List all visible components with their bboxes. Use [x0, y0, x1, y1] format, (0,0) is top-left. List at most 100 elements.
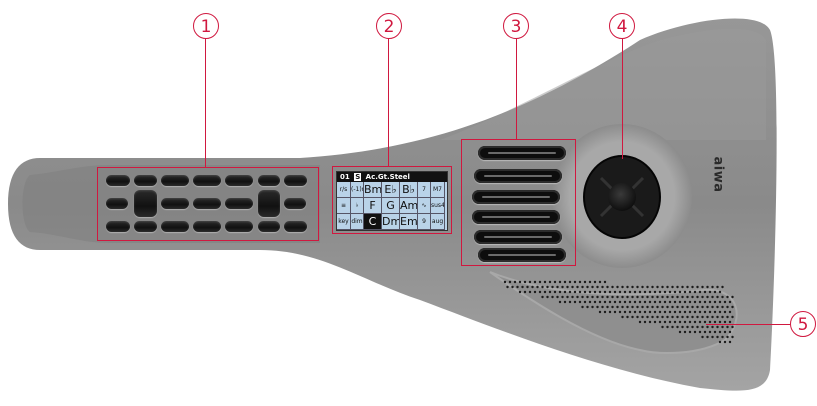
chord-tall-button[interactable]: [258, 190, 280, 217]
grille-hole: [651, 315, 654, 319]
grille-hole: [656, 315, 659, 319]
chord-button[interactable]: [284, 221, 307, 232]
callout-line-2: [388, 37, 390, 166]
grille-hole: [526, 285, 529, 289]
grille-hole: [576, 295, 579, 299]
grille-hole: [698, 290, 702, 294]
grille-hole: [568, 290, 572, 294]
grille-hole: [703, 300, 707, 304]
grille-hole: [713, 310, 717, 314]
grille-hole: [581, 305, 584, 309]
grille-hole: [556, 285, 559, 289]
grille-hole: [713, 300, 717, 304]
grille-hole: [678, 310, 682, 314]
joystick-knob: [608, 183, 636, 211]
grille-hole: [638, 320, 642, 324]
grille-hole: [626, 315, 629, 319]
grille-hole: [603, 300, 607, 304]
chord-button[interactable]: [284, 198, 306, 209]
grille-hole: [583, 290, 587, 294]
grille-hole: [728, 300, 732, 304]
chord-button[interactable]: [106, 175, 130, 186]
grille-hole: [731, 325, 734, 329]
chord-button[interactable]: [258, 175, 280, 186]
grille-hole: [673, 310, 677, 314]
grille-hole: [561, 295, 564, 299]
chord-button[interactable]: [225, 198, 253, 209]
strum-bar[interactable]: [474, 230, 562, 244]
grille-hole: [606, 285, 609, 289]
grille-hole: [718, 300, 722, 304]
grille-hole: [701, 285, 704, 289]
grille-hole: [571, 295, 574, 299]
grille-hole: [666, 295, 669, 299]
chord-button[interactable]: [193, 221, 221, 232]
grille-hole: [696, 325, 699, 329]
chord-button[interactable]: [106, 198, 128, 209]
grille-hole: [606, 305, 609, 309]
grille-hole: [661, 305, 664, 309]
strum-bar[interactable]: [478, 146, 566, 160]
grille-hole: [626, 305, 629, 309]
grille-hole: [636, 295, 639, 299]
lcd-cell: r/s: [337, 182, 351, 198]
chord-button[interactable]: [225, 175, 253, 186]
chord-button[interactable]: [193, 198, 221, 209]
lcd-cell: ∿: [418, 198, 431, 214]
grille-hole: [696, 295, 699, 299]
grille-hole: [683, 300, 687, 304]
grille-hole: [623, 290, 627, 294]
chord-button[interactable]: [225, 221, 253, 232]
grille-hole: [686, 305, 689, 309]
lcd-cell: Dm: [382, 214, 400, 230]
lcd-cell: key: [337, 214, 351, 230]
dpad-diag-ul: [599, 176, 614, 191]
grille-hole: [648, 290, 652, 294]
dpad-diag-ur: [630, 176, 645, 191]
grille-hole: [708, 310, 712, 314]
grille-hole: [593, 280, 597, 284]
grille-hole: [563, 290, 567, 294]
chord-button[interactable]: [258, 221, 280, 232]
grille-hole: [518, 280, 522, 284]
grille-hole: [573, 300, 577, 304]
grille-hole: [511, 285, 514, 289]
grille-hole: [711, 285, 714, 289]
grille-hole: [711, 295, 714, 299]
grille-hole: [571, 285, 574, 289]
grille-hole: [646, 285, 649, 289]
dpad-diag-lr: [630, 203, 645, 218]
grille-hole: [661, 285, 664, 289]
grille-hole: [621, 315, 624, 319]
grille-hole: [673, 300, 677, 304]
grille-hole: [681, 295, 684, 299]
grille-hole: [676, 295, 679, 299]
grille-hole: [688, 310, 692, 314]
callout-3: 3: [503, 13, 529, 39]
chord-button[interactable]: [106, 221, 130, 232]
strum-bar[interactable]: [472, 210, 560, 224]
strum-bar[interactable]: [474, 169, 562, 183]
chord-button[interactable]: [134, 221, 157, 232]
strum-bar[interactable]: [472, 190, 560, 204]
grille-hole: [728, 330, 732, 334]
grille-hole: [721, 305, 724, 309]
strum-bar[interactable]: [478, 248, 566, 262]
grille-hole: [541, 295, 544, 299]
grille-hole: [716, 325, 719, 329]
grille-hole: [603, 280, 607, 284]
chord-tall-button[interactable]: [134, 190, 157, 217]
grille-hole: [688, 290, 692, 294]
highlight-box-3: [461, 139, 576, 266]
preset-name: Ac.Gt.Steel: [365, 173, 410, 181]
chord-button[interactable]: [284, 175, 307, 186]
grille-hole: [676, 285, 679, 289]
chord-button[interactable]: [134, 175, 157, 186]
chord-button[interactable]: [161, 198, 189, 209]
grille-hole: [603, 310, 607, 314]
grille-hole: [728, 310, 732, 314]
chord-button[interactable]: [193, 175, 221, 186]
chord-button[interactable]: [161, 221, 189, 232]
chord-button[interactable]: [161, 175, 189, 186]
grille-hole: [666, 315, 669, 319]
